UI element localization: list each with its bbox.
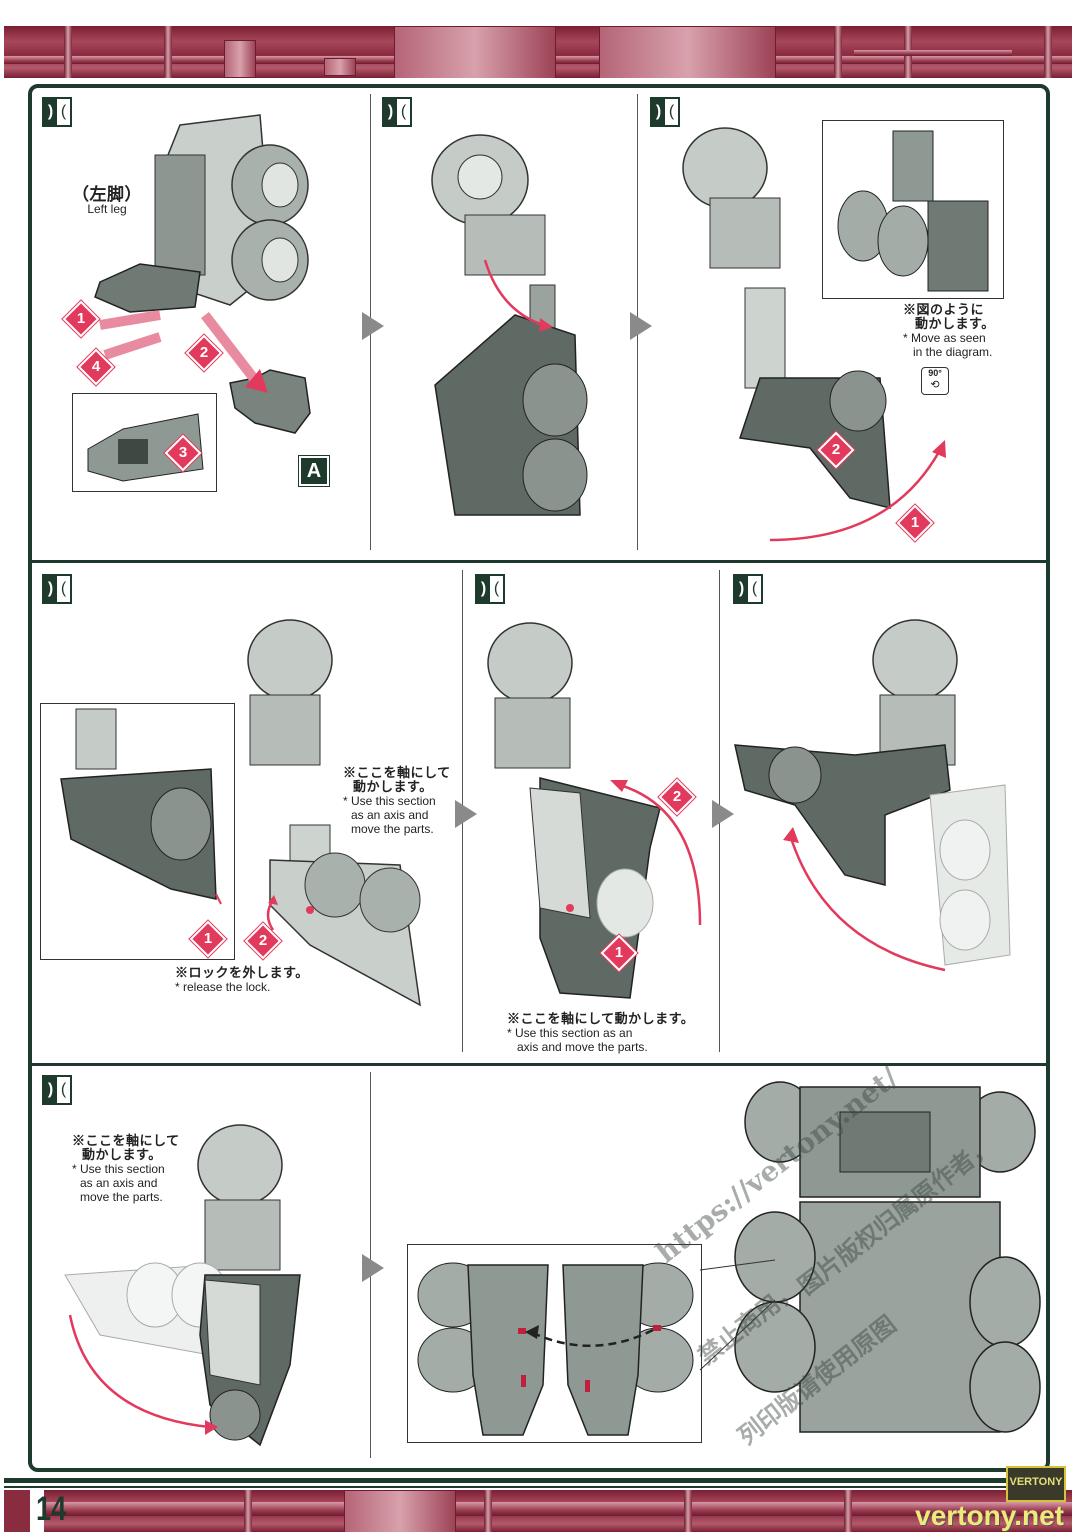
part-label-a: A <box>299 456 329 486</box>
detail-inset <box>72 393 217 492</box>
leg-final-fold-illustration <box>64 1124 301 1447</box>
transform-step-icon: )( <box>733 574 763 604</box>
transform-step-icon: )( <box>650 97 680 127</box>
inset-callout-line <box>699 1259 776 1371</box>
axis-note: ※ここを軸にして動かします。 * Use this section as an … <box>507 1011 695 1055</box>
axis-note: ※ここを軸にして 動かします。 * Use this section as an… <box>72 1133 180 1205</box>
leg-rotation-illustration <box>431 134 588 516</box>
lock-detail-illustration <box>87 413 204 482</box>
assembled-vehicle-illustration <box>734 1081 1041 1433</box>
footer-banner <box>44 1490 1072 1532</box>
transform-step-icon: )( <box>475 574 505 604</box>
leg-fold-result-illustration <box>734 619 1011 972</box>
left-leg-label: （左脚） Left leg <box>62 185 152 216</box>
lock-release-illustration <box>60 708 222 905</box>
footer-rule <box>4 1478 1006 1483</box>
next-step-arrow-icon <box>712 800 734 828</box>
join-legs-inset <box>407 1244 702 1443</box>
left-leg-illustration <box>154 114 309 306</box>
transform-step-icon: )( <box>42 97 72 127</box>
row-divider <box>30 1063 1048 1066</box>
footer-rule <box>4 1486 1006 1488</box>
leg-axis-illustration <box>247 619 421 1007</box>
leg-fold-illustration <box>682 127 891 509</box>
detail-inset <box>822 120 1004 299</box>
axis-note: ※ここを軸にして 動かします。 * Use this section as an… <box>343 765 451 837</box>
watermark-site: vertony.net <box>915 1500 1064 1531</box>
left-leg-jp: （左脚） <box>72 185 142 204</box>
page-number: 14 <box>36 1490 67 1528</box>
join-legs-illustration <box>417 1262 694 1436</box>
leg-swing-illustration <box>487 622 661 999</box>
transform-step-icon: )( <box>42 574 72 604</box>
rotation-arrow <box>769 440 946 542</box>
next-step-arrow-icon <box>630 312 652 340</box>
fold-detail-illustration <box>837 130 989 292</box>
foot-part-illustration <box>94 263 201 313</box>
next-step-arrow-icon <box>455 800 477 828</box>
watermark-badge: VERTONY <box>1006 1466 1066 1502</box>
transform-step-icon: )( <box>42 1075 72 1105</box>
swing-arrow <box>610 780 702 926</box>
lift-arrow <box>266 895 278 931</box>
detail-inset <box>40 703 235 960</box>
left-leg-en: Left leg <box>87 202 127 216</box>
step-arrows <box>99 310 268 393</box>
footer-tab <box>4 1490 30 1532</box>
next-step-arrow-icon <box>362 312 384 340</box>
release-lock-note: ※ロックを外します。 * release the lock. <box>175 965 309 995</box>
transform-step-icon: )( <box>382 97 412 127</box>
rotate-90-icon: 90° ⟲ <box>921 367 949 395</box>
next-step-arrow-icon <box>362 1254 384 1282</box>
move-as-seen-note: ※図のように 動かします。 * Move as seen in the diag… <box>903 302 995 360</box>
row-divider <box>30 560 1048 563</box>
header-banner <box>4 26 1072 78</box>
